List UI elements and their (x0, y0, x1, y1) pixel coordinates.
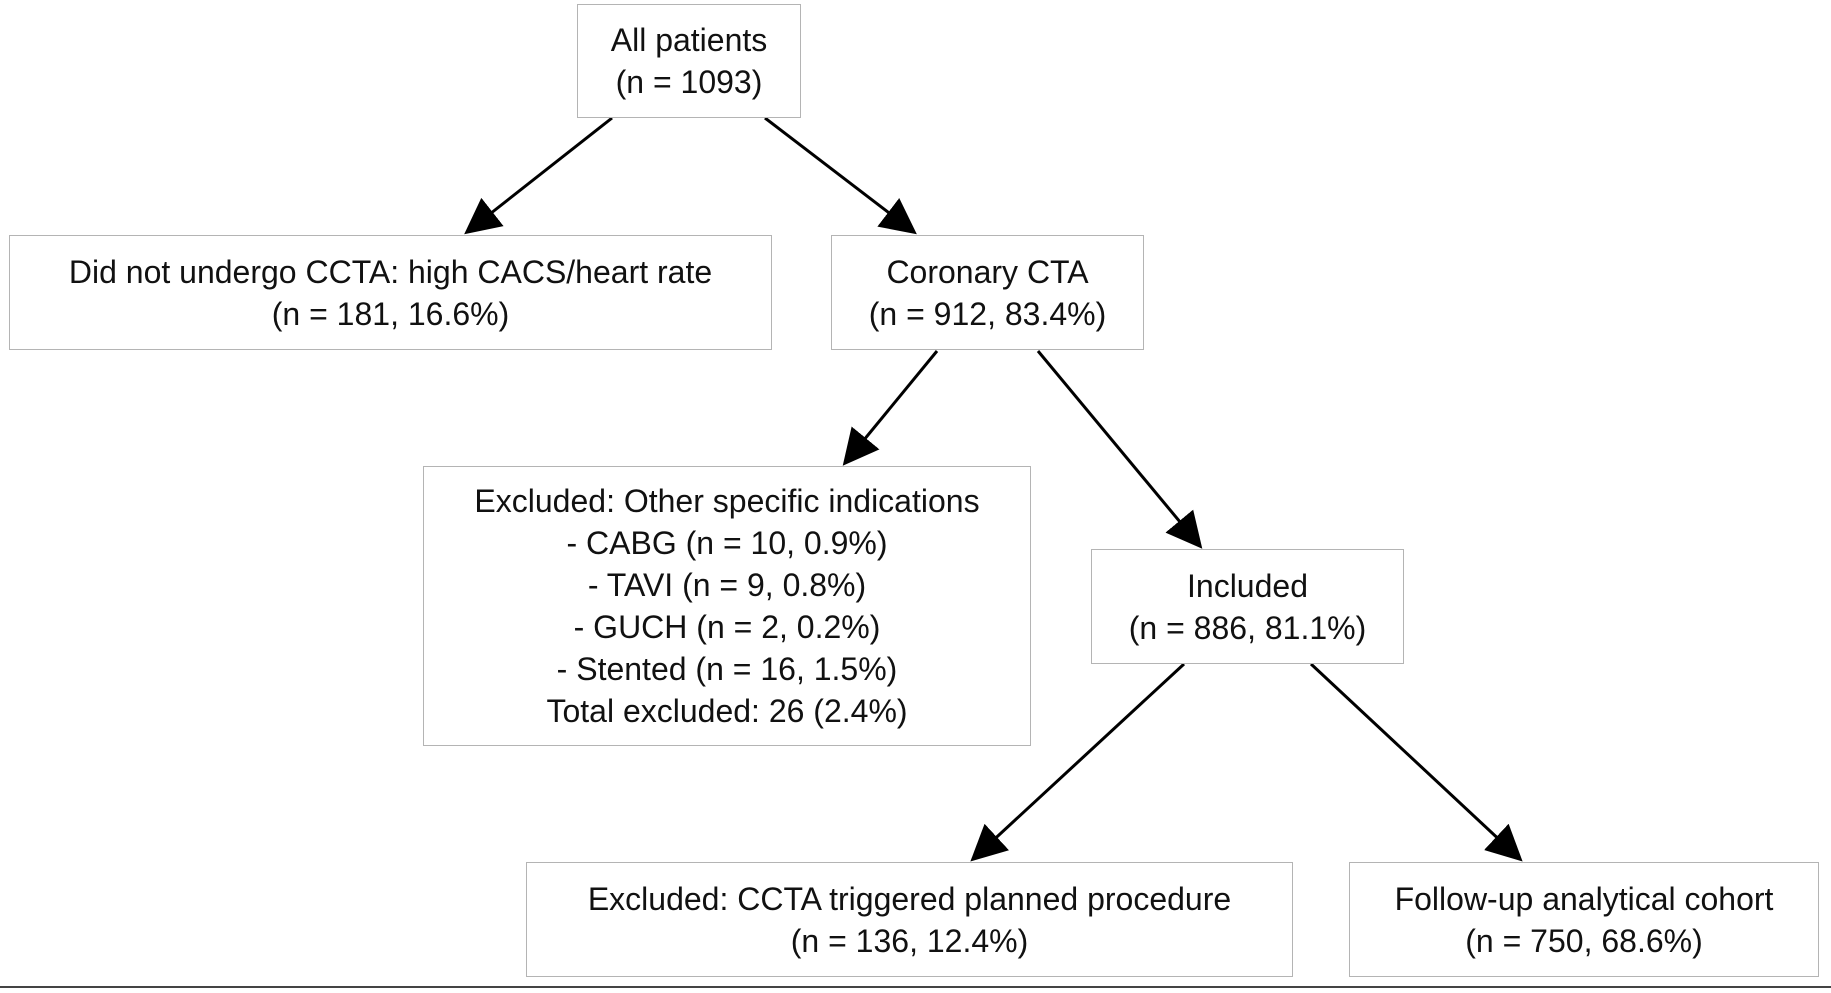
node-title: Follow-up analytical cohort (1394, 880, 1774, 917)
exclusion-item-stented: - Stented (n = 16, 1.5%) (556, 651, 898, 687)
node-title: Did not undergo CCTA: high CACS/heart ra… (68, 253, 713, 290)
node-follow-up-cohort: Follow-up analytical cohort (n = 750, 68… (1349, 862, 1819, 977)
node-all-patients: All patients (n = 1093) (577, 4, 801, 118)
arrow-all-to-notcta (464, 116, 613, 235)
node-count: (n = 181, 16.6%) (271, 295, 510, 332)
node-did-not-undergo-ccta: Did not undergo CCTA: high CACS/heart ra… (9, 235, 772, 350)
node-title: Coronary CTA (886, 253, 1089, 290)
node-title: All patients (610, 22, 768, 58)
arrow-cta-to-incl (1036, 350, 1203, 549)
node-title: Excluded: Other specific indications (474, 483, 980, 519)
exclusion-total: Total excluded: 26 (2.4%) (546, 693, 908, 729)
exclusion-item-guch: - GUCH (n = 2, 0.2%) (573, 609, 881, 645)
node-count: (n = 1093) (615, 64, 763, 100)
node-count: (n = 886, 81.1%) (1128, 609, 1367, 646)
node-excluded-planned-procedure: Excluded: CCTA triggered planned procedu… (526, 862, 1293, 977)
node-count: (n = 912, 83.4%) (868, 295, 1107, 332)
node-excluded-other-indications: Excluded: Other specific indications - C… (423, 466, 1031, 746)
node-count: (n = 750, 68.6%) (1465, 922, 1703, 959)
arrow-all-to-cta (764, 116, 917, 235)
node-coronary-cta: Coronary CTA (n = 912, 83.4%) (831, 235, 1144, 350)
exclusion-item-tavi: - TAVI (n = 9, 0.8%) (587, 567, 867, 603)
arrow-cta-to-excl1 (842, 350, 939, 466)
node-count: (n = 136, 12.4%) (790, 922, 1029, 959)
node-included: Included (n = 886, 81.1%) (1091, 549, 1404, 664)
exclusion-item-cabg: - CABG (n = 10, 0.9%) (566, 525, 888, 561)
arrow-incl-to-follow (1309, 662, 1523, 862)
node-title: Included (1187, 567, 1308, 604)
bottom-divider (0, 986, 1831, 988)
node-title: Excluded: CCTA triggered planned procedu… (587, 880, 1232, 917)
